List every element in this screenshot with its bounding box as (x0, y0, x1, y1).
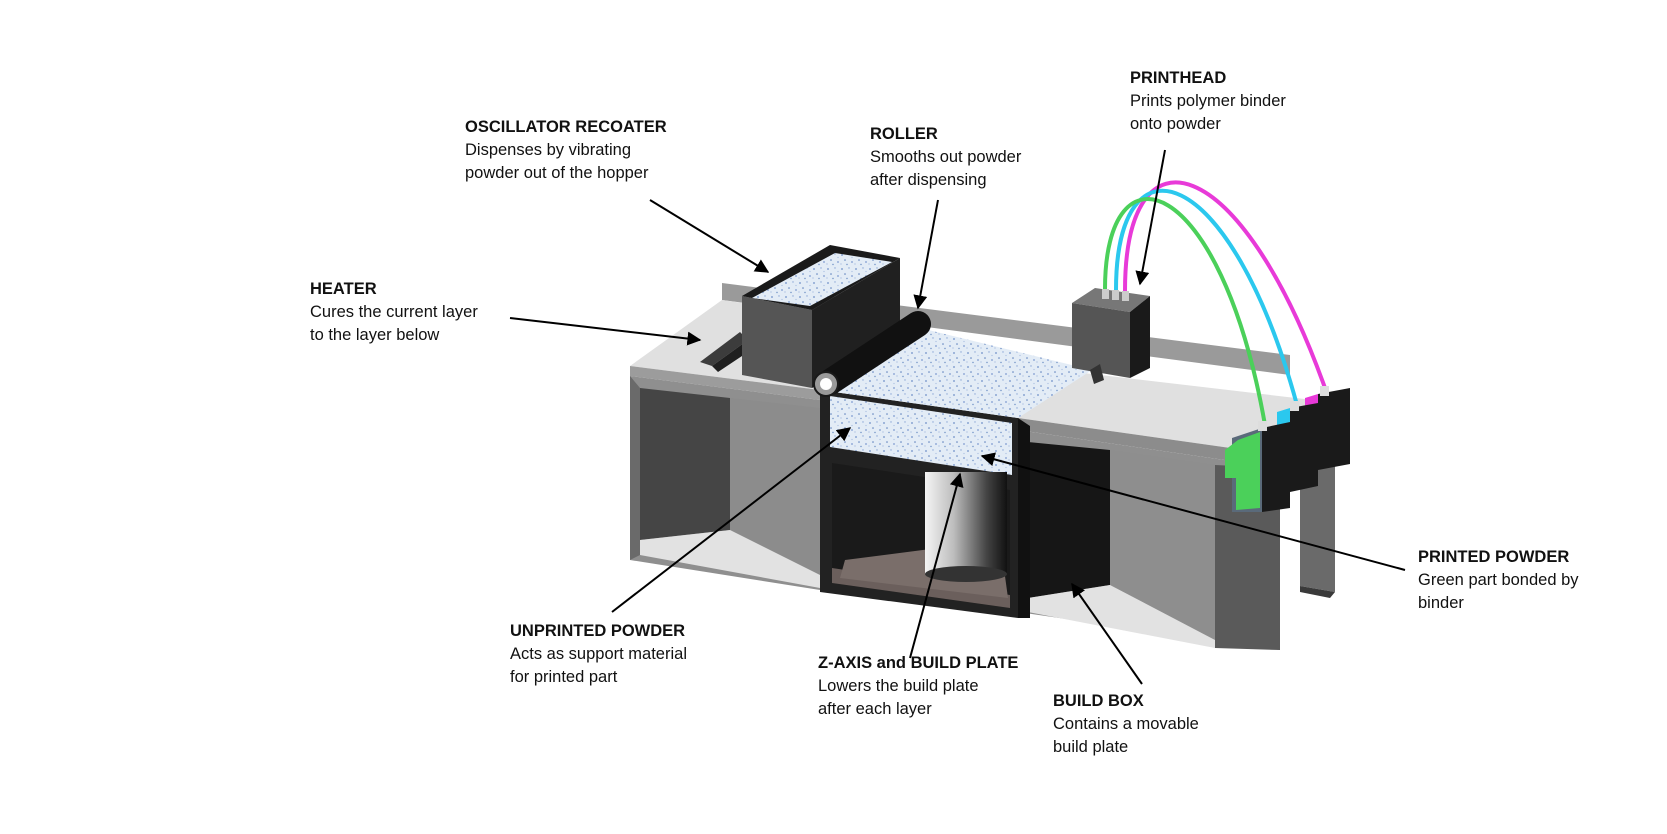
label-oscillator-recoater: OSCILLATOR RECOATER Dispenses by vibrati… (465, 116, 667, 185)
label-build-box: BUILD BOX Contains a movable build plate (1053, 690, 1199, 759)
unprinted-powder-title: UNPRINTED POWDER (510, 622, 686, 640)
label-printed-powder: PRINTED POWDER Green part bonded by bind… (1418, 546, 1579, 615)
oscillator-desc-1: Dispenses by vibrating (465, 141, 631, 159)
powder-bed-front (830, 396, 1012, 475)
arrow-printed-powder (980, 452, 1406, 571)
roller-desc-2: after dispensing (870, 171, 987, 189)
build-box-title: BUILD BOX (1053, 692, 1144, 710)
heater-desc-1: Cures the current layer (310, 303, 478, 321)
machine-body (630, 283, 1335, 650)
binder-cartridges (1225, 386, 1350, 512)
zaxis-title: Z-AXIS and BUILD PLATE (818, 654, 1019, 672)
printed-powder-desc-2: binder (1418, 594, 1464, 612)
arrow-printhead (1135, 149, 1166, 286)
oscillator-title: OSCILLATOR RECOATER (465, 118, 667, 136)
binder-tubes (1103, 180, 1327, 426)
tube-green (1103, 197, 1267, 426)
zaxis-desc-1: Lowers the build plate (818, 677, 979, 695)
label-heater: HEATER Cures the current layer to the la… (310, 278, 478, 347)
printed-powder-desc-1: Green part bonded by (1418, 571, 1579, 589)
label-roller: ROLLER Smooths out powder after dispensi… (870, 123, 1021, 192)
label-zaxis-build-plate: Z-AXIS and BUILD PLATE Lowers the build … (818, 652, 1018, 721)
build-box-desc-1: Contains a movable (1053, 715, 1199, 733)
unprinted-powder-desc-1: Acts as support material (510, 645, 687, 663)
z-axis-cylinder (925, 472, 1007, 574)
tube-cyan (1114, 188, 1299, 406)
arrow-build-box (1071, 582, 1143, 685)
printhead-desc-2: onto powder (1130, 115, 1221, 133)
roller (813, 311, 931, 397)
leader-arrows (509, 149, 1406, 685)
label-unprinted-powder: UNPRINTED POWDER Acts as support materia… (510, 620, 687, 689)
oscillator-recoater (742, 245, 900, 388)
label-printhead: PRINTHEAD Prints polymer binder onto pow… (1130, 67, 1286, 136)
printhead (1072, 288, 1150, 384)
arrow-unprinted-powder (611, 427, 852, 613)
printed-powder-title: PRINTED POWDER (1418, 548, 1570, 566)
arrow-zaxis (909, 472, 964, 659)
roller-title: ROLLER (870, 125, 938, 143)
build-box-desc-2: build plate (1053, 738, 1129, 756)
printhead-title: PRINTHEAD (1130, 69, 1227, 87)
arrow-heater (509, 317, 702, 346)
heater-title: HEATER (310, 280, 377, 298)
tube-magenta (1123, 180, 1327, 389)
roller-desc-1: Smooths out powder (870, 148, 1022, 166)
arrow-oscillator (649, 199, 770, 273)
unprinted-powder-desc-2: for printed part (510, 668, 618, 686)
printhead-desc-1: Prints polymer binder (1130, 92, 1286, 110)
zaxis-desc-2: after each layer (818, 700, 932, 718)
heater (700, 332, 748, 372)
heater-desc-2: to the layer below (310, 326, 440, 344)
oscillator-desc-2: powder out of the hopper (465, 164, 649, 182)
arrow-roller (913, 199, 939, 310)
